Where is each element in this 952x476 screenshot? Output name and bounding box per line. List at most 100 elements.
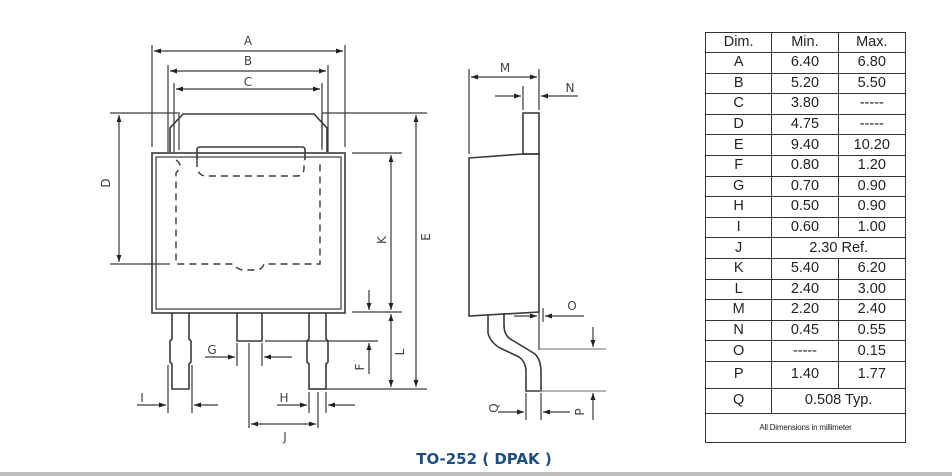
cell-min: 3.80 xyxy=(771,93,839,115)
body-inner xyxy=(155,156,342,310)
label-o: O xyxy=(567,299,576,313)
label-d: D xyxy=(99,178,113,187)
side-view xyxy=(468,112,542,392)
bottom-divider xyxy=(0,472,952,476)
label-l: L xyxy=(393,348,407,355)
label-i: I xyxy=(140,391,144,405)
cell-dim: A xyxy=(704,52,773,74)
label-m: M xyxy=(500,61,510,75)
units-footnote: All Dimensions in millimeter xyxy=(705,412,906,443)
side-lead xyxy=(487,313,542,392)
cell-max: ----- xyxy=(837,93,907,115)
header-min: Min. xyxy=(771,32,839,53)
cell-min: 6.40 xyxy=(771,52,839,74)
header-dim: Dim. xyxy=(704,32,773,53)
cell-dim: L xyxy=(704,278,773,301)
cell-dim: H xyxy=(704,196,773,218)
label-p: P xyxy=(573,408,587,415)
cell-dim: O xyxy=(704,340,773,362)
lead-right xyxy=(306,313,329,390)
cell-max: 5.50 xyxy=(837,72,907,95)
cell-max: 2.40 xyxy=(837,299,907,321)
side-tab xyxy=(522,112,540,155)
cell-value-span: 2.30 Ref. xyxy=(771,237,906,259)
header-max: Max. xyxy=(837,32,907,53)
cell-min: 5.40 xyxy=(771,257,839,280)
cell-min: ----- xyxy=(771,340,839,362)
cell-dim: B xyxy=(704,72,773,95)
cell-max: 6.20 xyxy=(837,257,907,280)
side-body xyxy=(468,153,540,317)
front-dimensions xyxy=(110,45,427,428)
cell-min: 0.60 xyxy=(771,216,839,239)
label-j: J xyxy=(282,430,287,444)
label-f: F xyxy=(353,363,367,370)
dimension-labels: A B C D E K L F G I H J M N O P Q xyxy=(99,34,587,444)
cell-max: 10.20 xyxy=(837,134,907,156)
label-k: K xyxy=(375,235,389,244)
label-e: E xyxy=(419,233,433,241)
cell-max: 1.00 xyxy=(837,216,907,239)
hidden-pad-outline xyxy=(175,159,321,271)
label-b: B xyxy=(244,54,252,68)
cell-max: ----- xyxy=(837,113,907,136)
cell-min: 0.70 xyxy=(771,175,839,198)
cell-dim: M xyxy=(704,299,773,321)
cell-min: 2.20 xyxy=(771,299,839,321)
cell-min: 9.40 xyxy=(771,134,839,156)
label-a: A xyxy=(244,34,253,48)
cell-min: 4.75 xyxy=(771,113,839,136)
label-g: G xyxy=(207,343,216,357)
hidden-notch-outline xyxy=(196,160,305,177)
label-q: Q xyxy=(487,403,501,412)
cell-dim: J xyxy=(704,237,773,259)
heatsink-tab-outline xyxy=(169,113,328,152)
cell-min: 2.40 xyxy=(771,278,839,301)
cell-max: 0.15 xyxy=(837,340,907,362)
cell-dim: C xyxy=(704,93,773,115)
cell-max: 0.90 xyxy=(837,196,907,218)
cell-dim: F xyxy=(704,154,773,177)
table-footnote-row: All Dimensions in millimeter xyxy=(705,412,906,443)
lead-left xyxy=(169,313,192,390)
cell-dim: I xyxy=(704,216,773,239)
label-h: H xyxy=(279,391,288,405)
table-header-row: Dim. Min. Max. xyxy=(704,32,907,53)
table-row: O-----0.15 xyxy=(704,340,907,362)
package-title: TO-252 ( DPAK ) xyxy=(416,450,552,468)
cell-min: 0.45 xyxy=(771,319,839,342)
cell-dim: D xyxy=(704,113,773,136)
cell-max: 0.90 xyxy=(837,175,907,198)
cell-min: 5.20 xyxy=(771,72,839,95)
cell-min: 0.50 xyxy=(771,196,839,218)
side-dimensions xyxy=(468,69,606,420)
label-n: N xyxy=(566,81,575,95)
cell-max: 3.00 xyxy=(837,278,907,301)
cell-max: 0.55 xyxy=(837,319,907,342)
label-c: C xyxy=(244,75,252,89)
tab-notch xyxy=(196,146,306,160)
cell-value-span: 0.508 Typ. xyxy=(771,387,906,414)
cell-min: 0.80 xyxy=(771,154,839,177)
cell-min: 1.40 xyxy=(771,360,839,389)
cell-max: 6.80 xyxy=(837,52,907,74)
cell-dim: N xyxy=(704,319,773,342)
cell-max: 1.20 xyxy=(837,154,907,177)
cell-dim: K xyxy=(704,257,773,280)
